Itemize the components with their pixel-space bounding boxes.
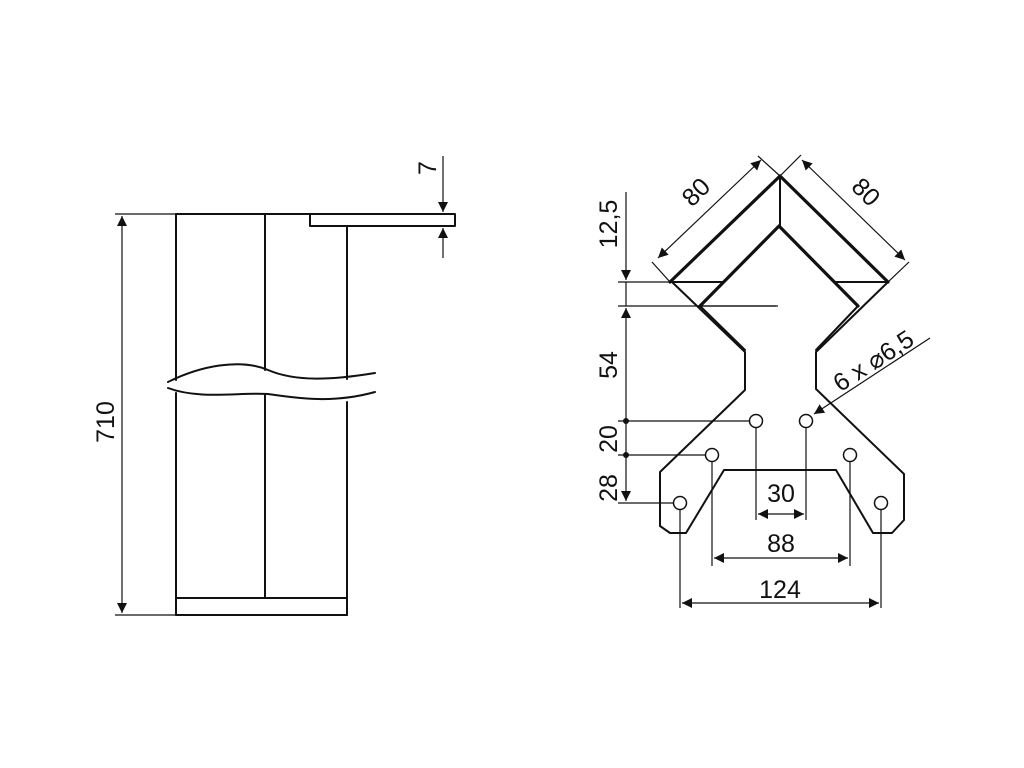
mounting-hole-6 [873, 495, 889, 511]
hole-bottom-dimension-label: 28 [595, 474, 623, 502]
edge-right-extension-1 [779, 154, 802, 177]
edge-right-dimension-label: 80 [846, 173, 885, 212]
plate-inner-edge-left [699, 305, 746, 351]
plate-inner-edge-right [815, 305, 859, 351]
edge-right-extension-2 [887, 261, 910, 283]
offset-dimension-label: 12,5 [595, 200, 623, 249]
edge-right-dimension-line [801, 159, 906, 261]
thickness-dimension-label: 7 [414, 161, 442, 175]
edge-left-dimension-line [657, 159, 762, 259]
hole-vertical-dimension-label: 20 [595, 425, 623, 453]
mounting-hole-5 [672, 495, 688, 511]
mounting-hole-1 [748, 413, 764, 429]
break-line-lower [167, 387, 376, 401]
top-view: 80 80 12,5 54 20 28 6 x ⌀6,5 [595, 154, 931, 608]
middle-spacing-dimension-label: 88 [767, 530, 795, 558]
side-view: 710 7 [92, 156, 456, 616]
foot-plate [175, 597, 348, 616]
hole-callout-label: 6 x ⌀6,5 [828, 325, 919, 398]
outer-spacing-dimension-label: 124 [759, 576, 801, 604]
height-dimension-label: 710 [92, 401, 120, 443]
mounting-hole-2 [798, 413, 814, 429]
edge-left-extension-1 [651, 261, 671, 283]
edge-left-extension-2 [757, 155, 781, 177]
mounting-plate [309, 213, 456, 227]
hole-callout-leader [813, 337, 931, 415]
depth-dimension-label: 54 [595, 351, 623, 379]
mounting-hole-4 [842, 447, 858, 463]
mounting-hole-3 [704, 447, 720, 463]
break-line-upper [167, 363, 376, 383]
edge-left-dimension-label: 80 [677, 173, 716, 212]
inner-spacing-dimension-label: 30 [767, 480, 795, 508]
mounting-plate-outline [659, 281, 905, 534]
bracket-inner-chevron [698, 224, 860, 308]
